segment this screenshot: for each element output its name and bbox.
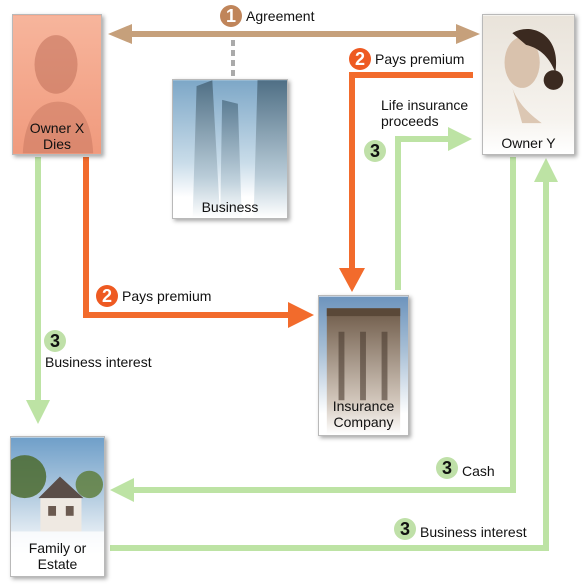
owner-y-box: Owner Y [482,14,575,155]
insurance-building-photo [319,296,408,435]
owner-y-label: Owner Y [483,135,574,151]
family-interest-step-badge: 3 [44,330,66,352]
proceeds-label: Life insurance proceeds [381,97,469,129]
owner-x-box: Owner X Dies [12,14,102,155]
business-building-photo [173,80,287,218]
family-estate-box: Family or Estate [10,436,105,577]
owner-x-premium-step-badge: 2 [96,285,118,307]
owner-y-premium-arrow [339,72,473,292]
owner-y-portrait [483,15,574,154]
insurance-label-text: Insurance Company [332,398,395,430]
owner-x-premium-label: Pays premium [122,288,212,304]
owner-x-label: Owner X Dies [13,120,101,152]
business-label: Business [173,199,287,215]
owner-y-interest-label: Business interest [420,524,527,540]
agreement-arrow [108,24,480,44]
agreement-label: Agreement [246,8,315,24]
insurance-company-box: Insurance Company [318,295,409,436]
business-box: Business [172,79,288,219]
owner-y-interest-step-badge: 3 [394,518,416,540]
proceeds-step-badge: 3 [364,140,386,162]
owner-y-premium-label: Pays premium [375,51,465,67]
cash-step-badge: 3 [436,457,458,479]
family-interest-label: Business interest [45,354,152,370]
family-interest-arrow [26,157,50,424]
family-label-text: Family or Estate [28,540,87,572]
owner-y-interest-arrow [110,158,558,551]
family-label: Family or Estate [11,540,104,572]
family-house-photo [11,437,104,576]
owner-y-premium-step-badge: 2 [349,48,371,70]
owner-x-premium-arrow [83,157,314,328]
owner-x-label-text: Owner X Dies [29,120,85,152]
cash-arrow [110,157,516,502]
agreement-step-badge: 1 [220,5,242,27]
cash-label: Cash [462,463,495,479]
business-label-text: Business [201,199,259,215]
proceeds-arrow [395,127,472,290]
owner-y-label-text: Owner Y [501,135,556,151]
owner-x-portrait [13,15,101,154]
insurance-label: Insurance Company [319,398,408,430]
